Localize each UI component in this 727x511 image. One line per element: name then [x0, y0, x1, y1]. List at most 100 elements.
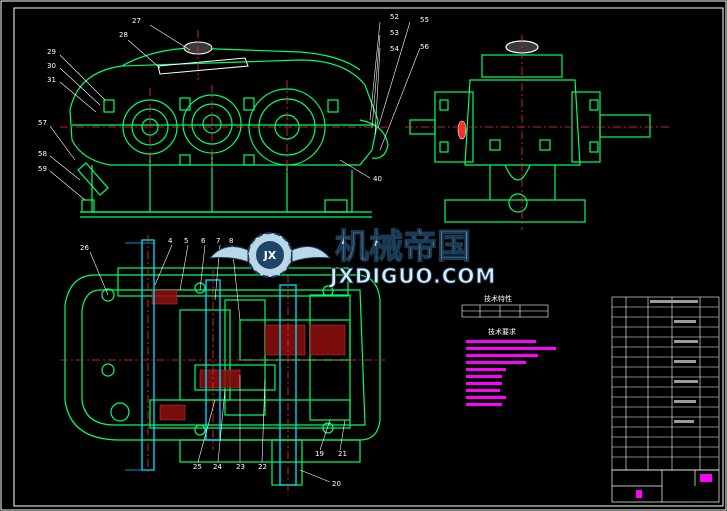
- front-cover-top: [121, 47, 361, 71]
- front-bolt-5: [179, 154, 191, 166]
- front-callout: 31: [47, 76, 56, 84]
- parts-text-bar: [650, 300, 698, 303]
- plan-bearing-row-top: [117, 267, 349, 297]
- front-bolt-1: [103, 99, 115, 113]
- plan-callout: 5: [184, 237, 188, 245]
- side-bolt-l1: [439, 99, 449, 111]
- watermark-brand-en: JXDIGUO.COM: [328, 264, 496, 288]
- front-leader: [59, 81, 97, 113]
- plan-callout: 25: [193, 463, 202, 471]
- plan-callout-labels: 26 4 5 6 7 8 25 24 23 22 19 21 20: [80, 237, 347, 488]
- plan-bearing-cap-r: [309, 294, 351, 421]
- watermark-wing-left: [208, 245, 249, 263]
- plan-housing-outer: [64, 274, 381, 441]
- side-bolt-b1: [489, 139, 501, 151]
- plan-view: [64, 267, 381, 486]
- front-leader: [339, 159, 371, 179]
- front-leader: [49, 155, 81, 181]
- title-block: [611, 469, 720, 503]
- plan-dimensions: [125, 242, 155, 471]
- side-centerlines: [405, 35, 670, 230]
- plan-leader: [197, 399, 216, 463]
- side-support: [489, 165, 556, 200]
- parts-text-bar: [674, 380, 698, 383]
- plan-bolt-5: [322, 422, 334, 434]
- front-callout: 30: [47, 62, 56, 70]
- watermark: JX 机械帝国 JXDIGUO.COM: [208, 226, 496, 289]
- tech-requirements: 技术要求: [466, 327, 556, 406]
- plan-leader: [89, 251, 109, 296]
- front-leader: [374, 47, 381, 136]
- tech-req-line: [466, 375, 502, 378]
- front-lifting-lug: [359, 119, 389, 159]
- plan-bolt-3: [110, 402, 130, 422]
- watermark-brand-cn: 机械帝国: [335, 227, 471, 267]
- plan-leader: [299, 469, 331, 483]
- tech-req-line: [466, 340, 536, 343]
- front-centerlines: [60, 30, 390, 175]
- tech-req-line: [466, 396, 506, 399]
- front-base-foot: [324, 199, 348, 213]
- plan-gear-1: [179, 309, 231, 401]
- front-bolt-3: [243, 97, 255, 111]
- tech-requirements-title: 技术要求: [488, 327, 516, 336]
- side-bolt-b2: [539, 139, 551, 151]
- front-leader: [127, 39, 161, 69]
- plan-callout: 23: [236, 463, 245, 471]
- watermark-logo-letters: JX: [263, 249, 277, 262]
- front-leader: [377, 21, 411, 129]
- front-bolt-2: [179, 97, 191, 111]
- plan-bearing-cap-l: [224, 299, 266, 416]
- front-callout: 55: [420, 16, 429, 24]
- front-leader: [379, 47, 421, 151]
- front-leader: [369, 21, 381, 121]
- side-housing-body: [464, 79, 581, 166]
- side-base: [444, 199, 586, 223]
- front-leader: [149, 24, 191, 51]
- plan-callout: 7: [216, 237, 220, 245]
- plan-leader: [199, 244, 206, 291]
- side-bolt-r1: [589, 99, 599, 111]
- front-leader: [59, 54, 106, 101]
- front-bolt-6: [243, 154, 255, 166]
- tech-req-line: [466, 389, 500, 392]
- front-bolt-4: [327, 99, 339, 113]
- front-leaders: [49, 21, 421, 201]
- plan-bolt-1: [101, 288, 115, 302]
- front-drain-plug: [81, 199, 95, 213]
- plan-base-flange: [179, 439, 361, 463]
- watermark-logo: JX: [208, 232, 332, 278]
- plan-leader: [319, 419, 331, 451]
- plan-leader: [179, 244, 189, 291]
- front-leader: [49, 125, 76, 161]
- front-callout: 59: [38, 165, 47, 173]
- title-block-marks: [636, 474, 712, 498]
- title-block-mark: [636, 490, 642, 498]
- parts-list-fill: [650, 300, 698, 423]
- parts-text-bar: [674, 340, 698, 343]
- plan-bolt-6: [194, 282, 206, 294]
- plan-callout: 21: [338, 450, 347, 458]
- front-callout-labels: 27 28 29 30 31 52 53 54 55 56 57 58 59 4…: [38, 13, 429, 183]
- watermark-wing-right: [291, 245, 332, 263]
- plan-hatch-5: [159, 404, 186, 421]
- spec-table-title: 技术特性: [484, 294, 512, 303]
- side-bolt-l2: [439, 141, 449, 153]
- side-oil-sight: [457, 120, 467, 140]
- front-callout: 28: [119, 31, 128, 39]
- plan-leaders: [89, 244, 346, 483]
- plan-callout: 26: [80, 244, 89, 252]
- parts-list-frame: [611, 296, 720, 471]
- plan-callout: 8: [229, 237, 233, 245]
- front-callout: 27: [132, 17, 141, 25]
- front-housing-outline: [69, 59, 379, 166]
- front-view: [69, 47, 389, 218]
- tech-req-line: [466, 368, 506, 371]
- plan-leader: [154, 244, 173, 286]
- front-callout: 57: [38, 119, 47, 127]
- side-bolt-r2: [589, 141, 599, 153]
- watermark-gear-inner: [256, 241, 284, 269]
- side-output-shaft: [599, 114, 651, 138]
- parts-text-bar: [674, 360, 696, 363]
- plan-callout: 24: [213, 463, 222, 471]
